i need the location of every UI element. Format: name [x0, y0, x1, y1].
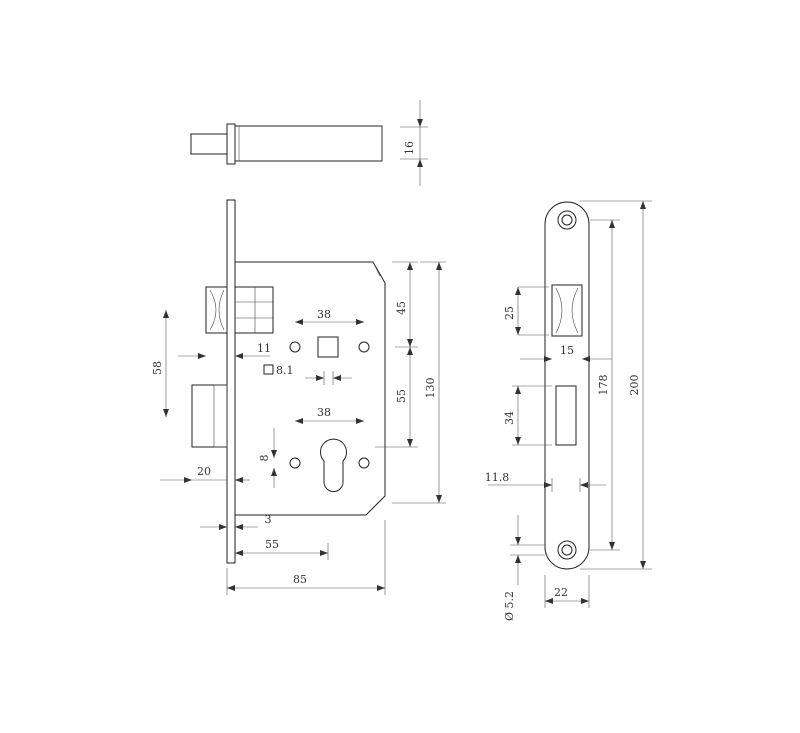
dim-130: 130 [392, 261, 446, 504]
dim-16-label: 16 [403, 141, 416, 155]
dim-11-8: 11.8 [485, 471, 606, 492]
faceplate-front [544, 201, 590, 570]
faceplate-outline [544, 201, 590, 570]
dim-55-right-label: 55 [395, 389, 408, 403]
deadbolt-opening [555, 385, 577, 446]
spindle-square-hole [317, 336, 339, 358]
dim-85: 85 [226, 520, 386, 595]
cylinder-cutout [320, 438, 347, 492]
dim-15-label: 15 [560, 344, 574, 357]
latch-bolt [205, 286, 274, 334]
dim-8-1-label: 8.1 [276, 364, 294, 377]
lock-body [191, 199, 386, 564]
dim-22: 22 [544, 575, 590, 608]
dim-38-top: 38 [295, 308, 364, 325]
dim-11-8-label: 11.8 [485, 471, 510, 484]
spindle-bar [234, 125, 383, 162]
square-symbol [263, 364, 274, 375]
screw-hole-3 [289, 457, 301, 469]
dim-3-label: 3 [265, 513, 272, 526]
dim-178-label: 178 [597, 375, 610, 396]
dim-38-top-label: 38 [317, 308, 331, 321]
dim-34-label: 34 [503, 411, 516, 425]
spindle [190, 123, 383, 165]
dim-200: 200 [580, 200, 652, 570]
dim-45-label: 45 [395, 301, 408, 315]
dim-8-label: 8 [258, 455, 271, 462]
dim-55-bottom-label: 55 [265, 538, 279, 551]
dim-11: 11 [178, 342, 271, 359]
faceplate-screw-bottom [557, 540, 577, 560]
dim-5-2-label: Ø 5.2 [503, 591, 516, 621]
dim-15: 15 [520, 344, 612, 362]
screw-hole-2 [358, 341, 370, 353]
dim-85-label: 85 [293, 573, 307, 586]
dim-11-label: 11 [257, 342, 271, 355]
dim-16: 16 [400, 100, 428, 186]
spindle-tip [190, 133, 228, 155]
dim-20: 20 [160, 465, 250, 483]
dim-34: 34 [503, 385, 552, 446]
spindle-collar [226, 123, 236, 165]
dim-38-bottom-label: 38 [317, 406, 331, 419]
dim-58: 58 [151, 310, 169, 417]
dim-25-label: 25 [503, 306, 516, 320]
dim-38-bottom: 38 [295, 406, 364, 424]
dim-200-label: 200 [628, 375, 641, 396]
dim-5-2: Ø 5.2 [503, 515, 545, 621]
deadbolt [191, 384, 228, 448]
dim-178: 178 [590, 219, 620, 551]
dim-22-label: 22 [554, 586, 568, 599]
dim-25: 25 [503, 286, 549, 336]
body-faceplate [226, 199, 236, 564]
screw-hole-4 [358, 457, 370, 469]
dim-8-1: 8.1 [276, 364, 352, 385]
dim-3: 3 [200, 513, 272, 530]
dim-45: 45 [392, 261, 418, 348]
dim-55-bottom: 55 [235, 538, 329, 560]
dim-58-label: 58 [151, 361, 164, 375]
dim-8: 8 [258, 428, 277, 488]
dim-55-right: 55 [375, 347, 418, 448]
body-case [235, 261, 386, 516]
faceplate-screw-top [557, 210, 577, 230]
latch-opening [551, 284, 583, 337]
dim-130-label: 130 [424, 378, 437, 399]
dim-20-label: 20 [197, 465, 211, 478]
screw-hole-1 [289, 341, 301, 353]
